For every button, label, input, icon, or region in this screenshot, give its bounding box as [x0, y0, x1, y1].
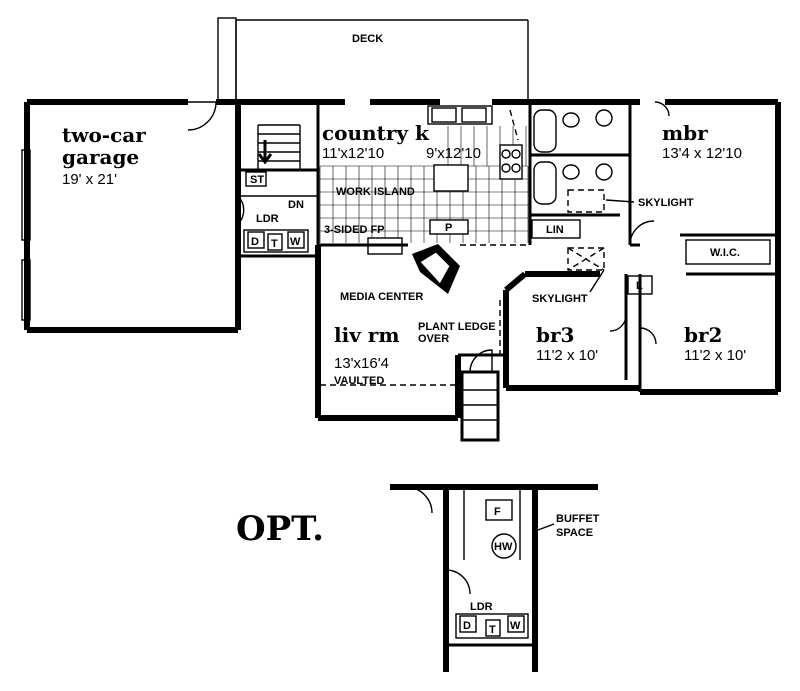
bedrooms-2-3: L br3 11'2 x 10' br2 11'2 x 10' [536, 274, 746, 392]
kitchen-name: country k [322, 121, 430, 145]
linen-closet-label: LIN [546, 224, 564, 236]
dryer-label: D [251, 236, 259, 248]
br2-dimensions: 11'2 x 10' [684, 347, 746, 364]
option-plan: OPT. F HW BUFFET SPACE LDR D T W [236, 484, 600, 672]
exterior-walls [24, 99, 781, 421]
linen-l-label: L [636, 280, 643, 292]
kitchen-dim-1: 11'x12'10 [322, 145, 384, 162]
bathrooms-hall: SKYLIGHT LIN SKYLIGHT [530, 102, 694, 305]
media-center-label: MEDIA CENTER [340, 291, 423, 303]
garage-name-line2: garage [62, 145, 139, 169]
kitchen-dim-2: 9'x12'10 [426, 145, 481, 162]
washer-label: W [290, 236, 301, 248]
living-room-dim: 13'x16'4 [334, 355, 389, 372]
option-water-heater-label: HW [494, 541, 513, 553]
garage-details: two-car garage 19' x 21' [21, 101, 217, 321]
garage-name-line1: two-car [62, 123, 146, 147]
stairs-laundry: ST DN LDR D T W [237, 124, 318, 258]
stairs-down-arrow-icon [257, 140, 273, 165]
stairs-down-label: DN [288, 199, 304, 211]
br2-name: br2 [684, 323, 722, 347]
living-room-name: liv rm [334, 323, 399, 347]
plant-ledge-line1: PLANT LEDGE [418, 321, 496, 333]
fireplace-label: 3-SIDED FP [324, 224, 385, 236]
living-room: liv rm 13'x16'4 VAULTED PLANT LEDGE OVER [320, 300, 501, 442]
skylight-label-1: SKYLIGHT [638, 197, 694, 209]
option-laundry-label: LDR [470, 601, 493, 613]
plant-ledge-line2: OVER [418, 333, 449, 345]
fireplace-media-center: 3-SIDED FP MEDIA CENTER [318, 224, 530, 303]
walk-in-closet-label: W.I.C. [710, 247, 740, 259]
storage-label: ST [250, 174, 264, 186]
mbr-dimensions: 13'4 x 12'10 [662, 145, 742, 162]
tub-label: T [271, 238, 278, 250]
option-dryer-label: D [463, 620, 471, 632]
option-washer-label: W [510, 620, 521, 632]
work-island-label: WORK ISLAND [336, 186, 415, 198]
mbr-name: mbr [662, 121, 708, 145]
option-buffet-line1: BUFFET [556, 513, 600, 525]
vaulted-label: VAULTED [334, 375, 384, 387]
laundry-label: LDR [256, 213, 279, 225]
br3-dimensions: 11'2 x 10' [536, 347, 598, 364]
master-bedroom: W.I.C. mbr 13'4 x 12'10 [630, 101, 778, 276]
deck: DECK [217, 17, 529, 103]
br3-name: br3 [536, 323, 574, 347]
deck-label: DECK [352, 33, 383, 45]
garage-dimensions: 19' x 21' [62, 171, 117, 188]
option-furnace-label: F [494, 506, 501, 518]
pantry-label: P [445, 222, 452, 234]
kitchen: P country k 11'x12'10 9'x12'10 WORK ISLA… [316, 102, 532, 245]
option-buffet-line2: SPACE [556, 527, 593, 539]
option-title: OPT. [236, 509, 324, 549]
skylight-label-2: SKYLIGHT [532, 293, 588, 305]
option-tub-label: T [489, 624, 496, 636]
